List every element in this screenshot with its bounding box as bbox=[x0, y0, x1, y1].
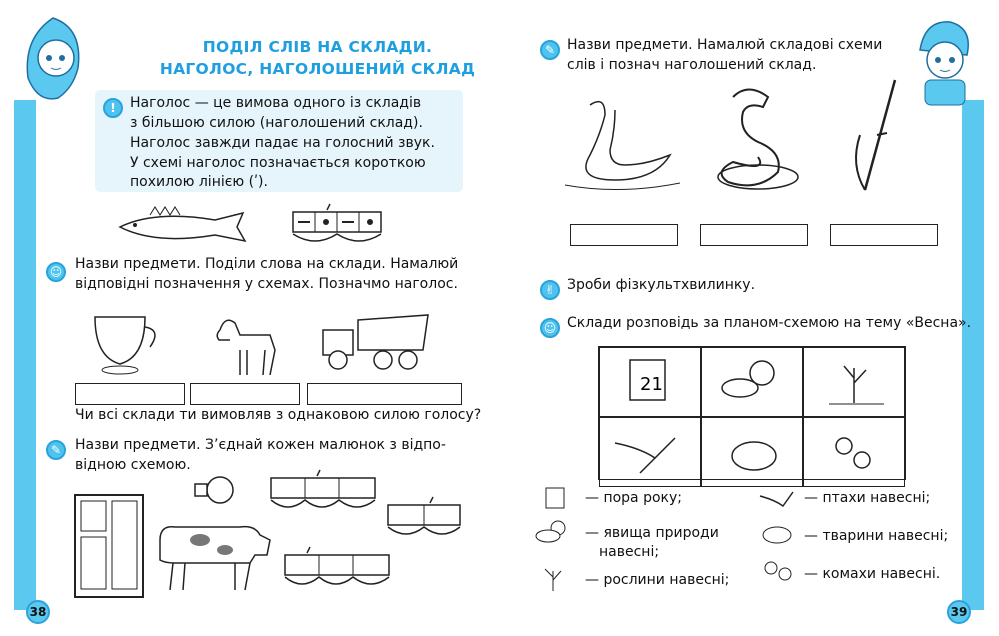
cup-illustration bbox=[90, 312, 165, 377]
rule-box bbox=[95, 90, 463, 192]
answer-box-snake[interactable] bbox=[700, 224, 808, 246]
scheme-three-syllables-a bbox=[268, 468, 378, 518]
left-border-stripe bbox=[14, 100, 36, 610]
question-text: Чи всі склади ти вимовляв з однаковою си… bbox=[75, 407, 482, 423]
legend-icon-weather bbox=[530, 518, 574, 544]
smile-icon: ☺ bbox=[46, 262, 66, 282]
page-number-right: 39 bbox=[947, 600, 971, 624]
exclamation-icon: ! bbox=[103, 98, 123, 118]
legend-weather-cont: навесні; bbox=[599, 544, 660, 560]
grid-cell-birds bbox=[599, 417, 701, 487]
rule-line-2: з більшою силою (наголошений склад). bbox=[130, 115, 423, 131]
legend-insects: — комахи навесні. bbox=[804, 566, 941, 582]
task2-line1: Назви предмети. З’єднай кожен малюнок з … bbox=[75, 437, 446, 453]
grid-cell-plants bbox=[803, 347, 905, 417]
scheme-two-syllables bbox=[385, 495, 463, 545]
boy-mascot-illustration bbox=[905, 10, 980, 110]
light-bulb-illustration bbox=[190, 472, 240, 512]
goat-illustration bbox=[205, 305, 285, 380]
task1-line1: Назви предмети. Поділи слова на склади. … bbox=[75, 256, 459, 272]
girl-mascot-illustration bbox=[18, 8, 88, 108]
legend-plants: — рослини навесні; bbox=[585, 572, 730, 588]
answer-box-scythe[interactable] bbox=[830, 224, 938, 246]
answer-box-swan[interactable] bbox=[570, 224, 678, 246]
fish-illustration bbox=[115, 205, 250, 250]
cow-illustration bbox=[155, 515, 275, 595]
grid-cell-insects bbox=[803, 417, 905, 487]
scythe-illustration bbox=[845, 75, 905, 195]
rule-line-1: Наголос — це вимова одного із складів bbox=[130, 95, 422, 111]
legend-icon-animals bbox=[755, 522, 799, 546]
right-border-stripe bbox=[962, 100, 984, 610]
answer-box-goat[interactable] bbox=[190, 383, 300, 405]
story-plan-grid: 21 bbox=[598, 346, 906, 487]
legend-weather: — явища природи bbox=[585, 525, 719, 541]
legend-season: — пора року; bbox=[585, 490, 682, 506]
legend-icon-insects bbox=[755, 558, 799, 584]
legend-birds: — птахи навесні; bbox=[804, 490, 931, 506]
right-task3: Склади розповідь за планом-схемою на тем… bbox=[567, 315, 972, 331]
rule-line-5: похилою лінією (ʹ). bbox=[130, 174, 268, 190]
svg-text:21: 21 bbox=[640, 374, 663, 395]
rule-line-3: Наголос завжди падає на голосний звук. bbox=[130, 135, 435, 151]
swan-illustration bbox=[555, 95, 685, 200]
grid-cell-weather bbox=[701, 347, 803, 417]
right-task1-line1: Назви предмети. Намалюй складові схеми bbox=[567, 37, 883, 53]
legend-icon-season bbox=[538, 486, 574, 510]
scheme-three-syllables-b bbox=[282, 545, 392, 597]
right-task1-line2: слів і познач наголошений склад. bbox=[567, 57, 817, 73]
grid-cell-animals bbox=[701, 417, 803, 487]
legend-animals: — тварини навесні; bbox=[804, 528, 949, 544]
dump-truck-illustration bbox=[318, 310, 433, 375]
task2-line2: відною схемою. bbox=[75, 457, 191, 473]
pencil-icon: ✎ bbox=[540, 40, 560, 60]
page-title-line2: НАГОЛОС, НАГОЛОШЕНИЙ СКЛАД bbox=[159, 60, 476, 78]
syllable-scheme-example bbox=[290, 202, 385, 250]
legend-icon-birds bbox=[755, 486, 799, 512]
snake-illustration bbox=[708, 82, 818, 197]
grid-cell-season: 21 bbox=[599, 347, 701, 417]
pencil-icon: ✎ bbox=[46, 440, 66, 460]
window-illustration bbox=[72, 492, 147, 602]
answer-box-truck[interactable] bbox=[307, 383, 462, 405]
legend-icon-plants bbox=[533, 565, 575, 593]
task1-line2: відповідні позначення у схемах. Позначмо… bbox=[75, 276, 458, 292]
answer-box-cup[interactable] bbox=[75, 383, 185, 405]
rule-line-4: У схемі наголос позначається короткою bbox=[130, 155, 426, 171]
page-title-line1: ПОДІЛ СЛІВ НА СКЛАДИ. bbox=[202, 38, 433, 56]
exercise-icon: ✌ bbox=[540, 280, 560, 300]
page-number-left: 38 bbox=[26, 600, 50, 624]
smile-icon: ☺ bbox=[540, 318, 560, 338]
right-task2: Зроби фізкультхвилинку. bbox=[567, 277, 756, 293]
